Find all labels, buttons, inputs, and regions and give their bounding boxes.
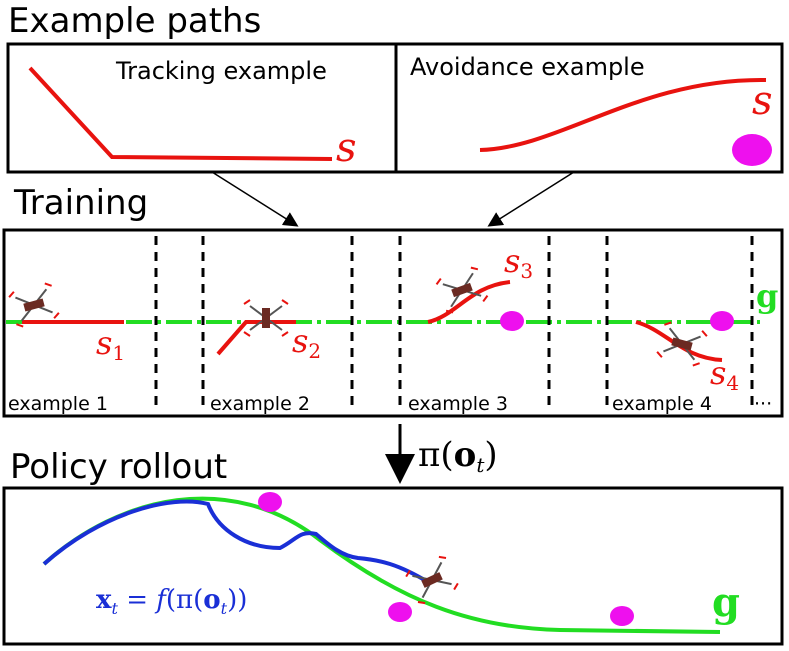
example-2-path-label: s2 xyxy=(292,322,321,363)
example-4-label: example 4 xyxy=(612,393,712,415)
example-separators xyxy=(154,236,754,412)
example-1-path-label: s1 xyxy=(96,324,125,365)
drone-icon xyxy=(656,321,708,367)
avoidance-example-box xyxy=(394,42,784,174)
obstacle xyxy=(388,602,412,622)
rollout-trajectory xyxy=(42,499,430,584)
example-2-path xyxy=(216,320,296,356)
tracking-example-title: Tracking example xyxy=(115,57,327,85)
avoidance-example-title: Avoidance example xyxy=(410,53,645,81)
drone-icon xyxy=(8,282,60,328)
rollout-box xyxy=(2,486,784,646)
more-examples-ellipsis: ··· xyxy=(754,393,772,415)
drone-icon xyxy=(435,266,489,314)
heading-training: Training xyxy=(13,183,148,223)
drone-icon xyxy=(405,555,459,605)
heading-example-paths: Example paths xyxy=(8,1,261,41)
tracking-path-label: s xyxy=(336,125,357,171)
obstacle xyxy=(610,606,634,626)
example-3-path xyxy=(427,280,511,324)
example-3-label: example 3 xyxy=(408,393,508,415)
heading-policy-rollout: Policy rollout xyxy=(10,447,227,487)
obstacle xyxy=(258,492,282,512)
avoidance-example-path xyxy=(479,77,767,152)
arrow-tracking-to-training xyxy=(211,171,299,227)
example-2-label: example 2 xyxy=(210,393,310,415)
example-1-label: example 1 xyxy=(8,393,108,415)
training-goal-label: g xyxy=(756,277,778,315)
rollout-goal-label: g xyxy=(712,579,740,626)
tracking-example-path xyxy=(28,66,333,161)
drone-icon xyxy=(243,299,289,337)
example-4-path-label: s4 xyxy=(710,354,739,395)
obstacle xyxy=(500,311,524,331)
obstacle xyxy=(710,311,734,331)
example-3-path-label: s3 xyxy=(504,242,533,283)
policy-label: π(ot) xyxy=(418,435,498,477)
arrow-avoidance-to-training xyxy=(487,171,575,227)
state-equation: xt = f(π(ot)) xyxy=(96,585,247,618)
training-box xyxy=(2,228,784,418)
obstacle xyxy=(732,134,772,166)
avoidance-path-label: s xyxy=(752,78,773,124)
